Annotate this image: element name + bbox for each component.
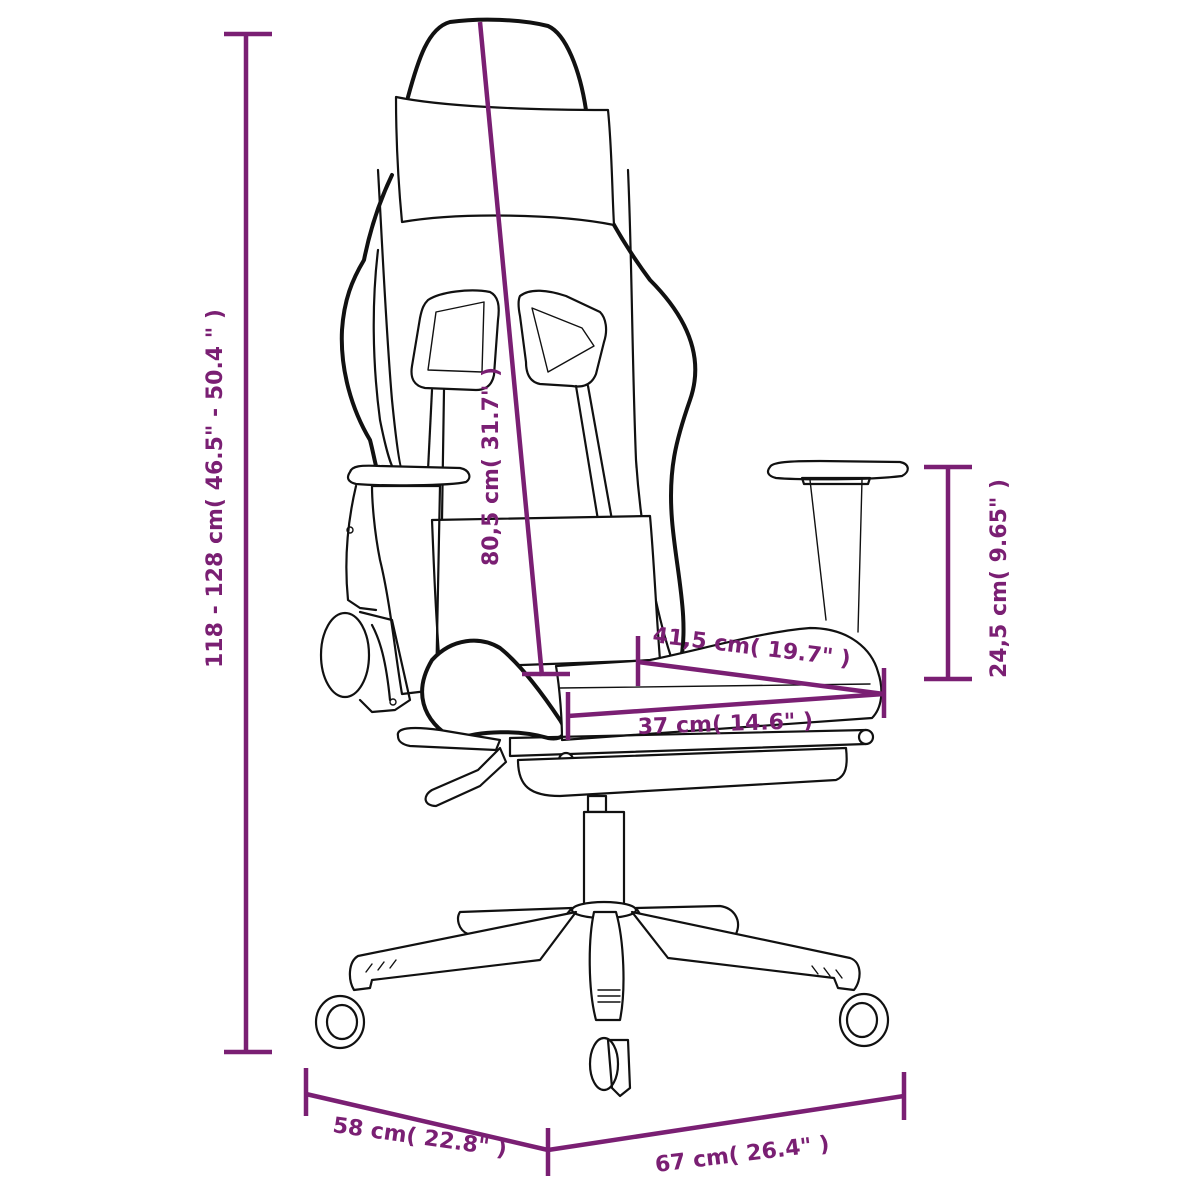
armrest-left-side — [345, 484, 378, 612]
base-leg-right-front — [630, 910, 861, 992]
leg-ridges — [597, 989, 621, 1003]
screw-icon — [346, 526, 354, 534]
caster-front — [588, 1036, 632, 1098]
armrest-left-post — [370, 484, 442, 696]
armrest-right-pad — [766, 459, 909, 481]
harness-slot-left-inner — [427, 301, 485, 373]
footrest-end-cap — [857, 728, 875, 746]
armrest-right-bracket — [800, 476, 872, 486]
base-width-label: 67 cm( 26.4" ) — [654, 1132, 831, 1178]
dim-armrest-height: 24,5 cm( 9.65" ) — [924, 464, 1012, 682]
backrest-inner-left — [372, 248, 397, 472]
caster-right — [838, 992, 890, 1048]
armrest-left-pad — [346, 464, 471, 487]
harness-slot-left — [410, 289, 500, 392]
base-leg-front — [588, 910, 625, 1022]
headrest-shell — [406, 17, 588, 112]
gas-lift-cylinder — [582, 810, 626, 910]
screw-icon — [389, 698, 397, 706]
base-leg-left-front — [348, 910, 578, 992]
backrest-height-label: 80,5 cm( 31.7" ) — [479, 367, 504, 566]
harness-slot-right-inner — [531, 307, 595, 373]
recline-knob — [319, 611, 371, 699]
armrest-right-post — [809, 479, 863, 633]
recline-mechanism — [358, 610, 412, 714]
leg-ridges — [811, 965, 843, 979]
backrest-left-panel — [376, 168, 404, 472]
backrest-outer-left — [339, 173, 394, 472]
dim-seat-width: 37 cm( 14.6" ) — [565, 668, 887, 740]
dim-base-depth: 58 cm( 22.8" ) — [303, 1068, 549, 1162]
seat-width-label: 37 cm( 14.6" ) — [637, 709, 813, 740]
leg-ridges — [365, 959, 397, 973]
backrest-outer-right — [586, 173, 698, 667]
dim-backrest-height: 80,5 cm( 31.7" ) — [477, 21, 570, 677]
tilt-lever — [396, 726, 502, 752]
chair-illustration — [314, 17, 909, 1098]
armrest-height-label: 24,5 cm( 9.65" ) — [987, 479, 1012, 678]
harness-slot-right — [517, 289, 608, 388]
strap-right-b — [586, 384, 614, 522]
strap-left-a — [426, 388, 434, 472]
strap-left-b — [440, 388, 446, 522]
seat-base-pan — [516, 746, 848, 798]
height-lever — [424, 746, 508, 808]
head-pillow — [394, 95, 616, 227]
caster-left — [314, 994, 366, 1050]
dim-total-height: 118 - 128 cm( 46.5" - 50.4 " ) — [203, 31, 272, 1055]
total-height-label: 118 - 128 cm( 46.5" - 50.4 " ) — [203, 309, 228, 668]
strap-right-a — [574, 384, 600, 522]
gas-lift-top — [586, 794, 608, 814]
